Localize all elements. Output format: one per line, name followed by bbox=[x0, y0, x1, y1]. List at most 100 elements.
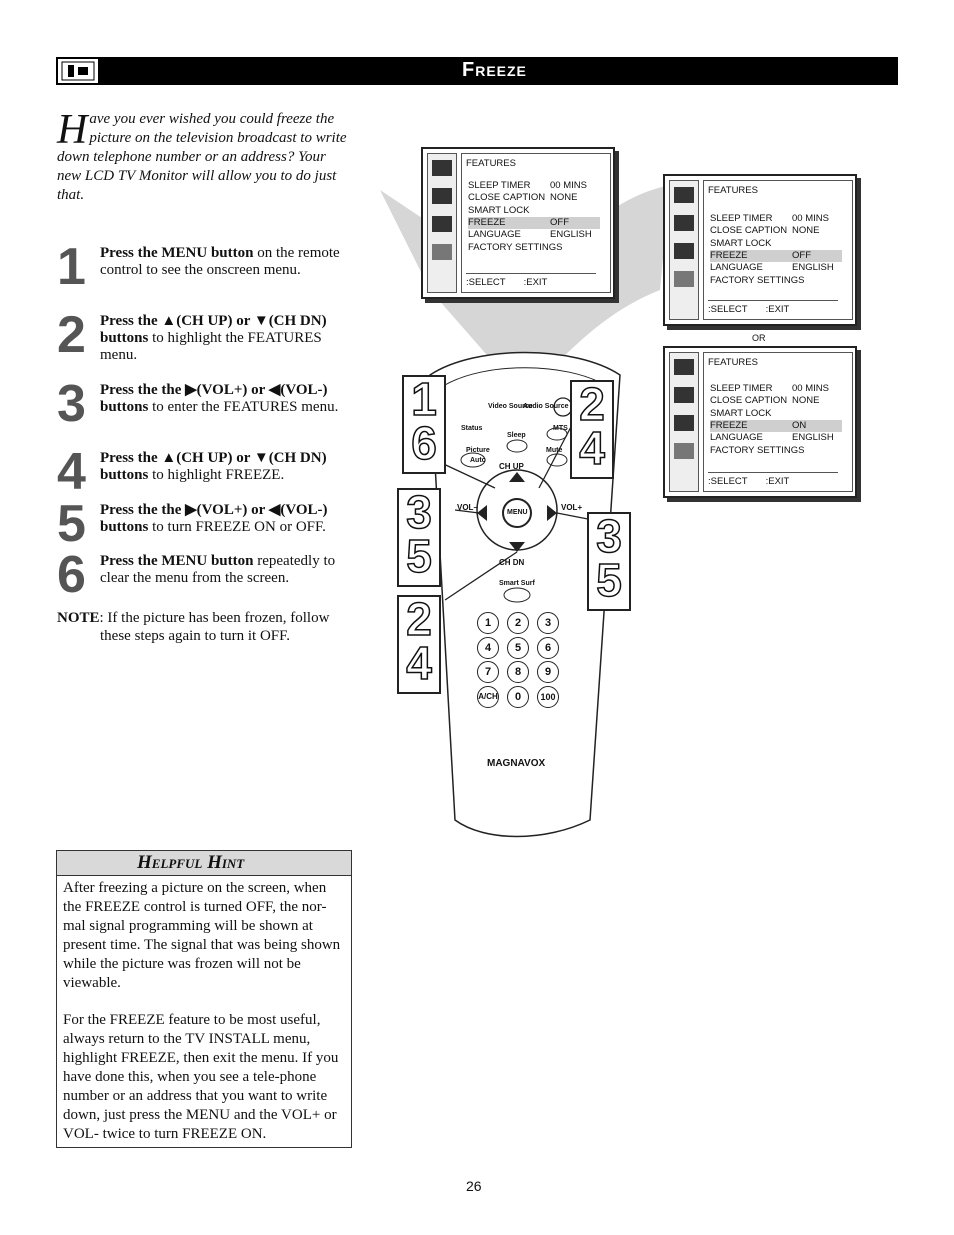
select-hint: :SELECT bbox=[708, 476, 748, 487]
sound-icon bbox=[674, 415, 694, 431]
row-label: FREEZE bbox=[710, 420, 748, 431]
note-text-2: these steps again to turn it OFF. bbox=[100, 628, 291, 644]
hint-paragraph: After freezing a picture on the screen, … bbox=[63, 880, 341, 991]
row-value: ENGLISH bbox=[792, 432, 834, 443]
step-bold: Press the ▲(CH UP) or ▼(CH DN) buttons bbox=[100, 450, 327, 483]
note: NOTE: If the picture has been frozen, fo… bbox=[57, 609, 349, 645]
row-value: ENGLISH bbox=[792, 262, 834, 273]
row-label: SLEEP TIMER bbox=[468, 180, 531, 191]
brand-logo: MAGNAVOX bbox=[487, 758, 546, 769]
panel-title: FEATURES bbox=[708, 357, 758, 368]
row-value: NONE bbox=[550, 192, 578, 203]
menu-row: FACTORY SETTINGS bbox=[468, 242, 600, 254]
row-value: ENGLISH bbox=[550, 229, 592, 240]
key-ach[interactable]: A/CH bbox=[477, 686, 499, 708]
callout-digit: 3 bbox=[595, 510, 622, 562]
menu-footer: :SELECT:EXIT bbox=[466, 273, 596, 288]
callout-digit: 2 bbox=[578, 378, 605, 430]
row-label: FACTORY SETTINGS bbox=[710, 445, 805, 456]
callout-digit: 6 bbox=[410, 417, 437, 469]
row-label: SLEEP TIMER bbox=[710, 213, 773, 224]
auto-button[interactable]: Auto bbox=[470, 457, 486, 464]
key-9[interactable]: 9 bbox=[537, 661, 559, 683]
key-5[interactable]: 5 bbox=[507, 637, 529, 659]
helpful-hint-box: Helpful Hint After freezing a picture on… bbox=[56, 850, 352, 1148]
step-bold: Press the the ▶(VOL+) or ◀(VOL-) buttons bbox=[100, 502, 328, 535]
step-text: to highlight the FEATURES menu. bbox=[100, 330, 322, 363]
sound-icon bbox=[674, 243, 694, 259]
select-hint: :SELECT bbox=[708, 304, 748, 315]
ch-dn-label: CH DN bbox=[499, 558, 525, 567]
step-bold: Press the MENU button bbox=[100, 553, 254, 569]
callout-digit: 5 bbox=[595, 554, 622, 606]
menu-sidebar bbox=[427, 153, 457, 293]
menu-row: SMART LOCK bbox=[710, 238, 842, 250]
row-value: 00 MINS bbox=[792, 383, 829, 394]
picture-icon bbox=[674, 387, 694, 403]
callout-3-5-right: 3 5 bbox=[587, 512, 631, 611]
key-3[interactable]: 3 bbox=[537, 612, 559, 634]
tv-icon bbox=[674, 187, 694, 203]
key-1[interactable]: 1 bbox=[477, 612, 499, 634]
menu-row: SMART LOCK bbox=[710, 408, 842, 420]
features-panel: FEATURES SLEEP TIMER 00 MINS CLOSE CAPTIO… bbox=[703, 352, 853, 492]
step-number: 3 bbox=[57, 375, 86, 433]
hint-header: Helpful Hint bbox=[57, 851, 351, 876]
panel-title: FEATURES bbox=[708, 185, 758, 196]
row-value: OFF bbox=[550, 217, 569, 228]
callout-digit: 1 bbox=[410, 373, 437, 425]
page-number: 26 bbox=[466, 1178, 482, 1194]
sleep-label: Sleep bbox=[507, 432, 526, 439]
row-label: SMART LOCK bbox=[468, 205, 530, 216]
exit-hint: :EXIT bbox=[523, 277, 548, 288]
menu-footer: :SELECT :EXIT bbox=[708, 472, 838, 487]
menu-row: SLEEP TIMER 00 MINS bbox=[710, 383, 842, 395]
menu-button[interactable]: MENU bbox=[507, 509, 528, 516]
step-bold: Press the ▲(CH UP) or ▼(CH DN) buttons bbox=[100, 313, 327, 346]
hint-title: Helpful Hint bbox=[137, 852, 245, 873]
key-8[interactable]: 8 bbox=[507, 661, 529, 683]
step-text: to turn FREEZE ON or OFF. bbox=[148, 519, 326, 535]
key-100[interactable]: 100 bbox=[537, 686, 559, 708]
menu-row: FACTORY SETTINGS bbox=[710, 445, 842, 457]
key-7[interactable]: 7 bbox=[477, 661, 499, 683]
callout-2-4-top: 2 4 bbox=[570, 380, 614, 479]
callout-1-6: 1 6 bbox=[402, 375, 446, 474]
callout-digit: 3 bbox=[405, 486, 432, 538]
row-value: 00 MINS bbox=[792, 213, 829, 224]
key-4[interactable]: 4 bbox=[477, 637, 499, 659]
row-label: SLEEP TIMER bbox=[710, 383, 773, 394]
row-label: CLOSE CAPTION bbox=[468, 192, 546, 203]
row-label: LANGUAGE bbox=[710, 432, 763, 443]
key-2[interactable]: 2 bbox=[507, 612, 529, 634]
row-value: 00 MINS bbox=[550, 180, 587, 191]
step-number: 1 bbox=[57, 238, 86, 296]
intro-text: ave you ever wished you could freeze the… bbox=[57, 111, 347, 203]
sound-icon bbox=[432, 216, 452, 232]
ch-up-label: CH UP bbox=[499, 462, 524, 471]
intro-paragraph: H ave you ever wished you could freeze t… bbox=[57, 109, 349, 205]
step-text: to highlight FREEZE. bbox=[148, 467, 285, 483]
hint-paragraph: For the FREEZE feature to be most useful… bbox=[63, 1012, 339, 1142]
row-label: FACTORY SETTINGS bbox=[710, 275, 805, 286]
key-6[interactable]: 6 bbox=[537, 637, 559, 659]
picture-label: Picture bbox=[466, 447, 490, 454]
audio-source-label: Audio Source bbox=[523, 403, 569, 410]
note-text: : If the picture has been frozen, follow bbox=[99, 610, 330, 626]
step-bold: Press the MENU button bbox=[100, 245, 254, 261]
features-icon bbox=[674, 271, 694, 287]
row-label: SMART LOCK bbox=[710, 408, 772, 419]
row-label: SMART LOCK bbox=[710, 238, 772, 249]
callout-2-4-bottom: 2 4 bbox=[397, 595, 441, 694]
panel-title: FEATURES bbox=[466, 158, 516, 169]
key-0[interactable]: 0 bbox=[507, 686, 529, 708]
step-number: 6 bbox=[57, 546, 86, 604]
row-value: NONE bbox=[792, 225, 820, 236]
step-number: 2 bbox=[57, 306, 86, 364]
exit-hint: :EXIT bbox=[765, 476, 790, 487]
row-label: FREEZE bbox=[710, 250, 748, 261]
